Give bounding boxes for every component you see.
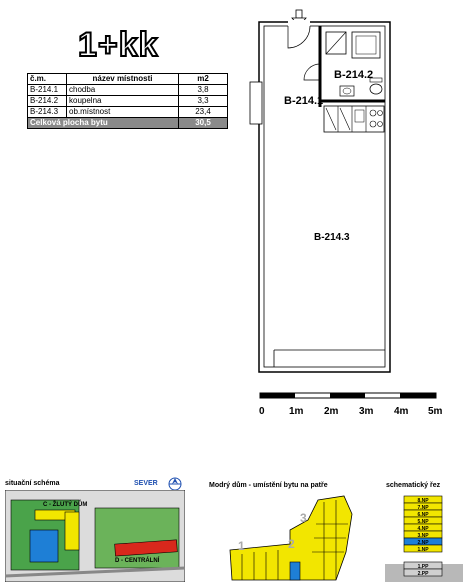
room-number: B-214.2 [27, 95, 67, 107]
floor-label: 2.PP [418, 571, 430, 577]
room-table: č.m. název místnosti m2 B-214.1 chodba 3… [27, 73, 228, 129]
floor-label: 2.NP [417, 540, 429, 546]
floor-label: 4.NP [417, 526, 429, 532]
floor-label: 1.NP [417, 547, 429, 553]
layout-title: 1+kk [77, 25, 159, 65]
floor-label: 5.NP [417, 519, 429, 525]
inner-wall [263, 25, 386, 368]
location-number: 3 [300, 511, 307, 525]
building-blue [29, 529, 59, 563]
floor-plan: B-214.2 B-214.1 B-214.3 [249, 9, 391, 373]
table-row: B-214.3 ob.místnost 23,4 [27, 106, 228, 118]
col-header-number: č.m. [27, 73, 67, 85]
floor-box: 1.PP [403, 561, 443, 570]
entry-door-gap [288, 20, 310, 28]
floor-box: 5.NP [403, 516, 443, 525]
floor-box: 4.NP [403, 523, 443, 532]
outer-wall [258, 21, 391, 373]
situation-map: C - ŽLUTÝ DŮM D - CENTRÁLNÍ [5, 490, 185, 582]
floor-box: 3.NP [403, 530, 443, 539]
bath-door-swing [303, 63, 321, 81]
north-arrow-icon [168, 477, 182, 491]
section-diagram: 8.NP 7.NP 6.NP 5.NP 4.NP 3.NP 2.NP 1.NP … [385, 495, 463, 582]
apartment-highlight [289, 561, 301, 581]
floor-box-highlight: 2.NP [403, 537, 443, 546]
floor-label: 6.NP [417, 512, 429, 518]
table-total-row: Celková plocha bytu 30,5 [27, 117, 228, 129]
floor-box: 2.PP [403, 568, 443, 577]
scale-bar: 0 1m 2m 3m 4m 5m [259, 392, 443, 417]
scale-tick: 3m [359, 406, 374, 417]
table-row: B-214.2 koupelna 3,3 [27, 95, 228, 107]
scale-segment [260, 393, 295, 398]
room-name: chodba [66, 84, 179, 96]
kitchen-counter [323, 105, 385, 133]
floor-box: 6.NP [403, 509, 443, 518]
label-building-c: C - ŽLUTÝ DŮM [43, 500, 87, 508]
room-name: ob.místnost [66, 106, 179, 118]
situation-title: situační schéma [5, 480, 60, 487]
wall-niche [249, 81, 263, 125]
shower-icon [325, 31, 347, 55]
scale-tick: 2m [324, 406, 339, 417]
green-area [94, 507, 180, 569]
floor-label: 3.NP [417, 533, 429, 539]
floor-outline [229, 495, 353, 581]
floor-grid [241, 500, 348, 580]
location-number: 2 [288, 537, 295, 551]
location-plan: 1 2 3 [229, 495, 353, 581]
total-area: 30,5 [178, 117, 228, 129]
room-area: 23,4 [178, 106, 228, 118]
floor-box: 1.NP [403, 544, 443, 553]
room-area: 3,8 [178, 84, 228, 96]
location-title: Modrý dům - umístění bytu na patře [209, 482, 328, 489]
label-living: B-214.3 [314, 232, 350, 243]
sink-icon [339, 85, 355, 97]
floor-label: 1.PP [418, 564, 430, 570]
label-bath: B-214.2 [334, 69, 373, 81]
room-number: B-214.1 [27, 84, 67, 96]
label-hall: B-214.1 [284, 95, 323, 107]
floor-label: 8.NP [417, 498, 429, 504]
col-header-area: m2 [178, 73, 228, 85]
scale-tick: 5m [428, 406, 443, 417]
room-name: koupelna [66, 95, 179, 107]
scale-segment [330, 393, 365, 398]
entry-door-swing [287, 25, 311, 49]
scale-tick: 1m [289, 406, 304, 417]
scale-tick: 4m [394, 406, 409, 417]
toilet-icon [369, 77, 383, 95]
room-area: 3,3 [178, 95, 228, 107]
label-building-d: D - CENTRÁLNÍ [115, 556, 160, 564]
floor-box: 8.NP [403, 495, 443, 504]
col-header-name: název místnosti [66, 73, 179, 85]
scale-segment [400, 393, 436, 398]
washbasin-icon [351, 31, 381, 59]
room-number: B-214.3 [27, 106, 67, 118]
scale-tick: 0 [259, 406, 265, 417]
building-yellow [64, 511, 80, 551]
building-red [114, 539, 178, 557]
north-label: SEVER [134, 480, 158, 487]
location-number: 1 [238, 539, 245, 553]
total-label: Celková plocha bytu [27, 117, 179, 129]
road [5, 566, 185, 578]
floor-box: 7.NP [403, 502, 443, 511]
section-title: schematický řez [386, 482, 441, 489]
table-row: B-214.1 chodba 3,8 [27, 84, 228, 96]
table-header-row: č.m. název místnosti m2 [27, 73, 228, 85]
floor-label: 7.NP [417, 505, 429, 511]
